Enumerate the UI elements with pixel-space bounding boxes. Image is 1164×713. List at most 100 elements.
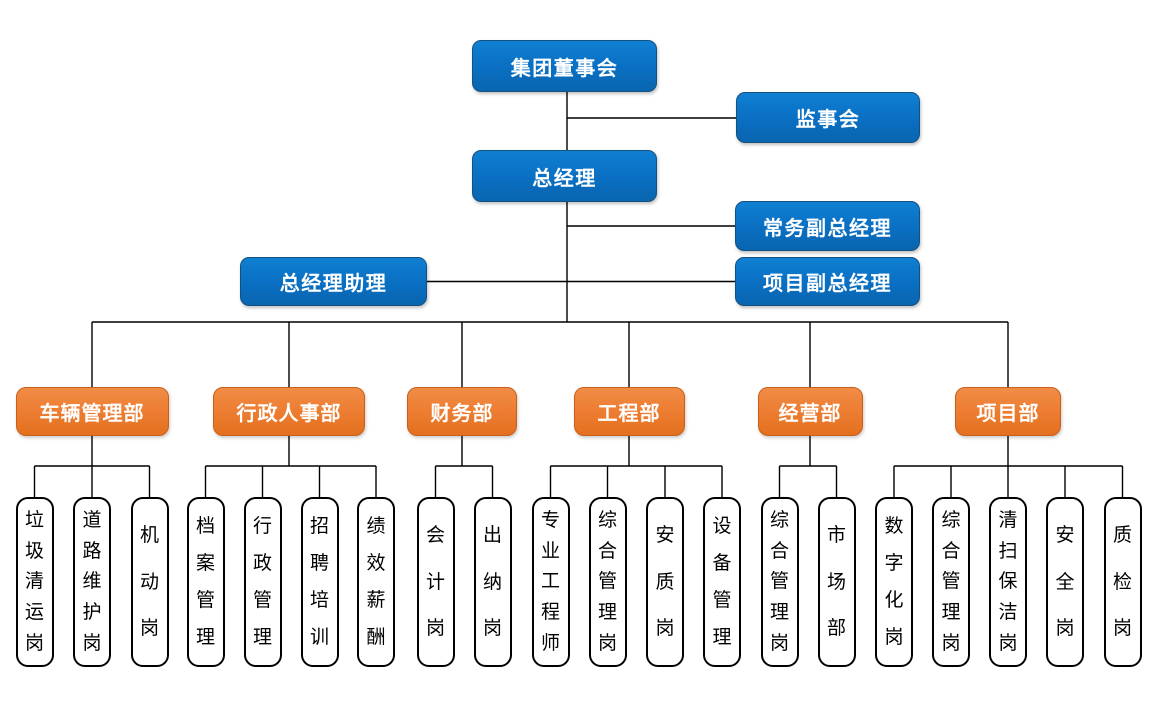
position-box: 安质岗 bbox=[646, 497, 684, 667]
position-label-char: 市 bbox=[826, 525, 846, 547]
position-label-char: 综 bbox=[769, 509, 789, 531]
position-label-char: 管 bbox=[597, 571, 617, 593]
position-box: 行政管理 bbox=[243, 497, 282, 667]
position-label-char: 护 bbox=[82, 602, 102, 624]
node-executive-deputy-gm: 常务副总经理 bbox=[735, 201, 920, 251]
position-box: 市场部 bbox=[817, 497, 856, 667]
position-box: 设备管理 bbox=[703, 497, 741, 667]
position-box: 机动岗 bbox=[130, 497, 169, 667]
position-label-char: 扫 bbox=[998, 540, 1018, 562]
position-label-char: 合 bbox=[597, 540, 617, 562]
position-label-char: 岗 bbox=[884, 627, 904, 648]
position-label-char: 合 bbox=[769, 540, 789, 562]
department-box: 财务部 bbox=[407, 387, 517, 436]
position-box: 垃圾清运岗 bbox=[15, 497, 54, 667]
department-box: 项目部 bbox=[955, 387, 1061, 436]
position-label-char: 管 bbox=[712, 590, 732, 611]
position-box: 数字化岗 bbox=[875, 497, 913, 667]
position-label-char: 政 bbox=[252, 553, 272, 574]
position-box: 出纳岗 bbox=[473, 497, 512, 667]
position-label-char: 管 bbox=[252, 590, 272, 611]
position-box: 综合管理岗 bbox=[760, 497, 799, 667]
position-label-char: 会 bbox=[425, 525, 445, 547]
position-label-char: 质 bbox=[1112, 525, 1132, 547]
position-label-char: 专 bbox=[540, 509, 560, 531]
position-box: 招聘培训 bbox=[300, 497, 339, 667]
department-box: 工程部 bbox=[573, 387, 685, 436]
position-label-char: 岗 bbox=[1055, 617, 1075, 639]
position-box: 清扫保洁岗 bbox=[989, 497, 1027, 667]
position-box: 档案管理 bbox=[186, 497, 225, 667]
position-label-char: 岗 bbox=[82, 633, 102, 655]
position-label-char: 运 bbox=[24, 602, 44, 624]
position-label-char: 培 bbox=[309, 590, 329, 611]
position-label-char: 岗 bbox=[1112, 617, 1132, 639]
position-label-char: 行 bbox=[252, 516, 272, 537]
position-label-char: 理 bbox=[712, 627, 732, 648]
position-label-char: 综 bbox=[941, 509, 961, 531]
position-label-char: 安 bbox=[1055, 525, 1075, 547]
position-label-char: 理 bbox=[769, 602, 789, 624]
position-label-char: 档 bbox=[195, 516, 215, 537]
position-label-char: 程 bbox=[540, 602, 560, 624]
position-box: 会计岗 bbox=[416, 497, 455, 667]
position-box: 专业工程师 bbox=[531, 497, 570, 667]
position-box: 综合管理岗 bbox=[932, 497, 970, 667]
position-label-char: 纳 bbox=[482, 571, 502, 593]
department-box: 车辆管理部 bbox=[15, 387, 169, 436]
position-label-char: 聘 bbox=[309, 553, 329, 574]
position-label-char: 检 bbox=[1112, 571, 1132, 593]
position-label-char: 工 bbox=[540, 571, 560, 593]
position-label-char: 动 bbox=[139, 571, 159, 593]
department-box: 行政人事部 bbox=[213, 387, 365, 436]
position-label-char: 部 bbox=[826, 617, 846, 639]
position-label-char: 机 bbox=[139, 525, 159, 547]
position-label-char: 管 bbox=[769, 571, 789, 593]
position-label-char: 岗 bbox=[597, 633, 617, 655]
position-label-char: 绩 bbox=[366, 516, 386, 537]
position-label-char: 业 bbox=[540, 540, 560, 562]
position-label-char: 出 bbox=[482, 525, 502, 547]
position-label-char: 岗 bbox=[655, 617, 675, 639]
position-label-char: 设 bbox=[712, 516, 732, 537]
position-label-char: 岗 bbox=[769, 633, 789, 655]
position-label-char: 安 bbox=[655, 525, 675, 547]
position-label-char: 清 bbox=[998, 509, 1018, 531]
position-label-char: 数 bbox=[884, 516, 904, 537]
node-project-deputy-gm: 项目副总经理 bbox=[735, 257, 920, 306]
position-label-char: 合 bbox=[941, 540, 961, 562]
position-label-char: 保 bbox=[998, 571, 1018, 593]
position-label-char: 理 bbox=[597, 602, 617, 624]
position-label-char: 酬 bbox=[366, 627, 386, 648]
department-box: 经营部 bbox=[757, 387, 863, 436]
position-label-char: 理 bbox=[941, 602, 961, 624]
position-label-char: 垃 bbox=[24, 509, 44, 531]
position-label-char: 师 bbox=[540, 633, 560, 655]
position-label-char: 洁 bbox=[998, 602, 1018, 624]
node-board-of-directors: 集团董事会 bbox=[472, 40, 657, 92]
position-box: 综合管理岗 bbox=[588, 497, 627, 667]
position-label-char: 综 bbox=[597, 509, 617, 531]
position-label-char: 路 bbox=[82, 540, 102, 562]
position-label-char: 岗 bbox=[998, 633, 1018, 655]
position-label-char: 岗 bbox=[139, 617, 159, 639]
position-label-char: 管 bbox=[195, 590, 215, 611]
position-label-char: 备 bbox=[712, 553, 732, 574]
position-label-char: 字 bbox=[884, 553, 904, 574]
node-gm-assistant: 总经理助理 bbox=[240, 257, 427, 306]
position-box: 质检岗 bbox=[1103, 497, 1142, 667]
position-label-char: 计 bbox=[425, 571, 445, 593]
position-label-char: 理 bbox=[252, 627, 272, 648]
position-label-char: 管 bbox=[941, 571, 961, 593]
position-label-char: 理 bbox=[195, 627, 215, 648]
position-label-char: 清 bbox=[24, 571, 44, 593]
position-label-char: 道 bbox=[82, 509, 102, 531]
position-label-char: 圾 bbox=[24, 540, 44, 562]
position-box: 绩效薪酬 bbox=[357, 497, 395, 667]
node-supervisory-board: 监事会 bbox=[736, 92, 920, 143]
position-label-char: 岗 bbox=[482, 617, 502, 639]
position-label-char: 案 bbox=[195, 553, 215, 574]
position-label-char: 薪 bbox=[366, 590, 386, 611]
